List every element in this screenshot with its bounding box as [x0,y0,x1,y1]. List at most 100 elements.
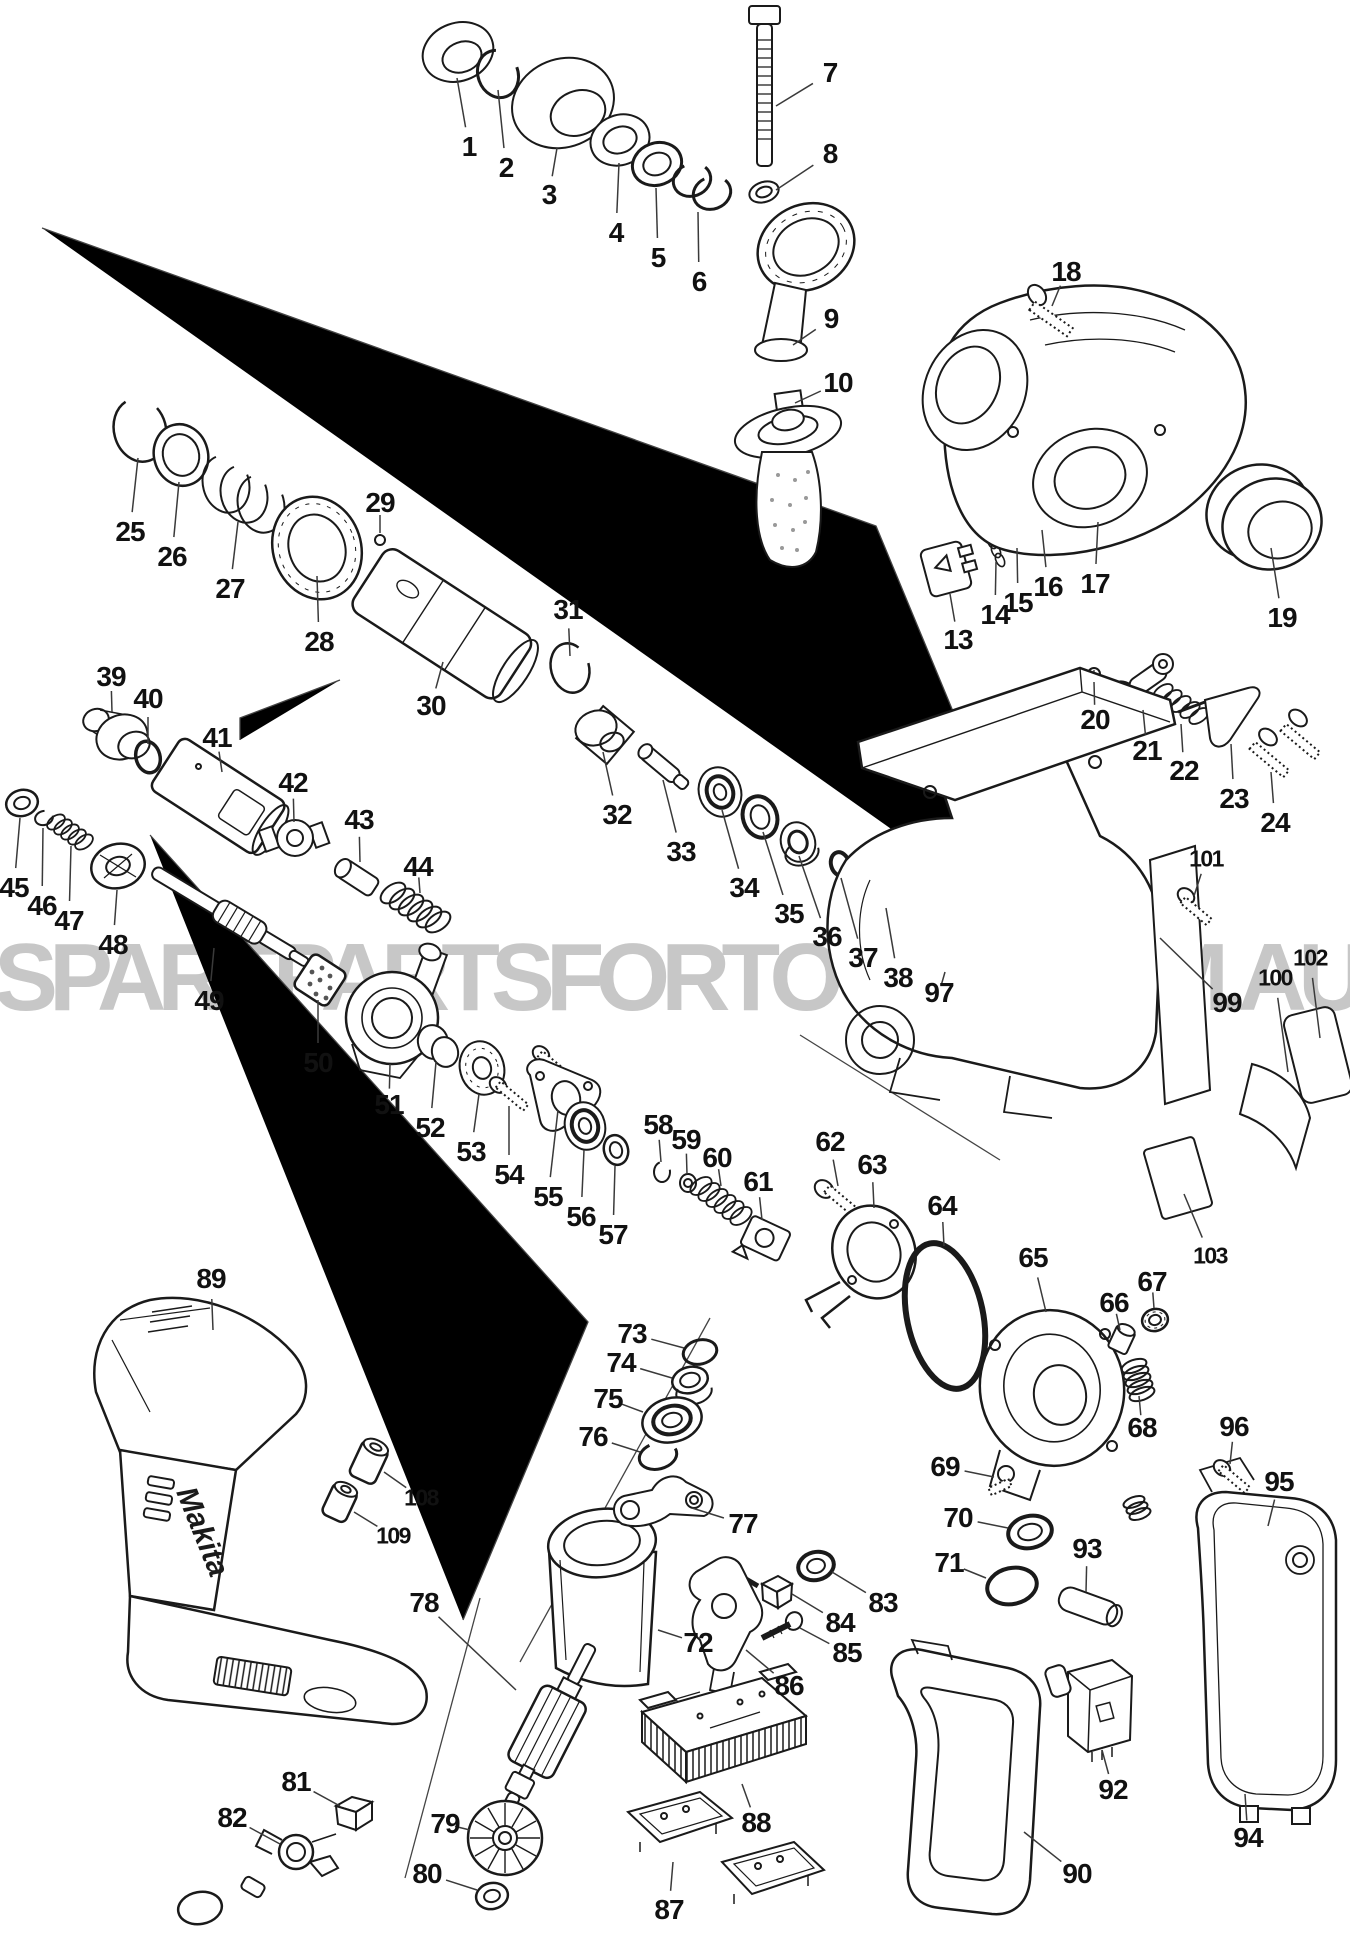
part-54-screw [488,1076,530,1113]
leader-line-57 [612,1165,616,1216]
part-101-screw [1176,887,1214,927]
leader-line-88 [741,1783,752,1808]
part-label-61: 61 [743,1166,773,1197]
leader-line-17 [1095,521,1099,565]
leader-line-86 [745,1649,775,1674]
leader-line-83 [831,1571,867,1594]
part-label-72: 72 [683,1627,713,1658]
leader-line-14 [994,561,997,596]
leader-line-82 [249,1826,281,1845]
part-32-bushing [574,704,636,766]
part-label-13: 13 [943,624,973,655]
leader-line-10 [794,390,822,404]
leader-line-93 [1085,1566,1088,1593]
part-74-bushing [671,1365,713,1406]
part-100-dust-cover [1238,1062,1312,1172]
part-label-14: 14 [980,599,1010,630]
leader-line-24 [1270,771,1275,804]
leader-line-31 [568,628,571,657]
leader-line-21 [1142,709,1147,735]
leader-line-32 [602,751,614,796]
part-44-spring [379,881,452,934]
part-59-washer-small [679,1173,697,1193]
part-label-30: 30 [416,690,446,721]
leader-line-22 [1180,723,1184,753]
part-57-washer [602,1133,630,1167]
part-109-sleeve [321,1480,359,1524]
part-label-37: 37 [848,942,878,973]
part-36-flanged-bush [779,821,820,867]
leader-line-109 [353,1511,378,1528]
part-label-50: 50 [303,1047,333,1078]
leader-line-45 [14,817,21,869]
part-68-spring [1120,1357,1156,1522]
leader-line-96 [1229,1441,1234,1465]
part-label-18: 18 [1051,256,1081,287]
part-label-16: 16 [1033,571,1063,602]
part-66-pin [1107,1323,1136,1356]
part-label-25: 25 [115,516,145,547]
leader-line-52 [431,1061,437,1109]
part-label-101: 101 [1189,845,1224,872]
part-label-5: 5 [650,242,667,273]
part-label-96: 96 [1219,1411,1249,1442]
leader-line-3 [551,147,558,177]
part-label-57: 57 [598,1219,628,1250]
part-label-90: 90 [1062,1858,1092,1889]
part-80-washer [474,1881,510,1911]
leader-line-13 [949,593,956,622]
leader-line-37 [840,877,859,939]
leader-line-100 [1276,997,1289,1073]
part-29-steel-ball [374,534,386,546]
part-96-screw [1212,1459,1252,1495]
part-label-47: 47 [54,905,84,936]
part-label-31: 31 [553,594,583,625]
leader-line-18 [1051,285,1062,307]
part-108-sleeve [348,1437,390,1485]
leader-line-46 [41,827,44,887]
leader-line-30 [435,661,444,689]
part-103-caution-label [1143,1136,1213,1220]
part-7-bolt [748,5,781,167]
leader-line-56 [581,1149,585,1198]
part-label-82: 82 [217,1802,247,1833]
part-label-103: 103 [1193,1242,1228,1269]
part-28-ring-gear [270,495,364,601]
part-label-88: 88 [741,1807,771,1838]
leader-line-67 [1152,1292,1155,1309]
part-label-97: 97 [924,977,954,1008]
part-label-85: 85 [832,1637,862,1668]
leader-line-5 [655,187,659,239]
part-69-screw [987,1465,1015,1497]
part-60-spring [689,1176,753,1226]
part-label-102: 102 [1293,944,1328,971]
leader-line-101 [1193,873,1202,897]
part-label-46: 46 [27,890,57,921]
part-label-19: 19 [1267,602,1297,633]
part-label-48: 48 [98,929,128,960]
group-lines [41,227,1049,1879]
part-23-bracket [1177,686,1261,748]
part-label-51: 51 [374,1089,404,1120]
part-label-87: 87 [654,1894,684,1925]
leader-line-23 [1230,743,1234,780]
part-51-crank-housing [344,942,449,1079]
leader-line-51 [388,1063,391,1089]
leader-line-39 [110,690,113,713]
part-77-crank-arm [613,1475,714,1528]
part-label-55: 55 [533,1181,563,1212]
part-label-80: 80 [412,1858,442,1889]
part-82-brush-bracket [176,1828,340,1926]
part-label-66: 66 [1099,1287,1129,1318]
part-label-26: 26 [157,541,187,572]
leader-line-36 [798,855,822,919]
part-label-6: 6 [691,266,708,297]
leader-line-71 [963,1568,987,1579]
part-label-99: 99 [1212,987,1242,1018]
leader-line-42 [292,798,295,823]
part-label-24: 24 [1260,807,1290,838]
leader-line-76 [611,1442,641,1453]
part-label-54: 54 [494,1159,524,1190]
